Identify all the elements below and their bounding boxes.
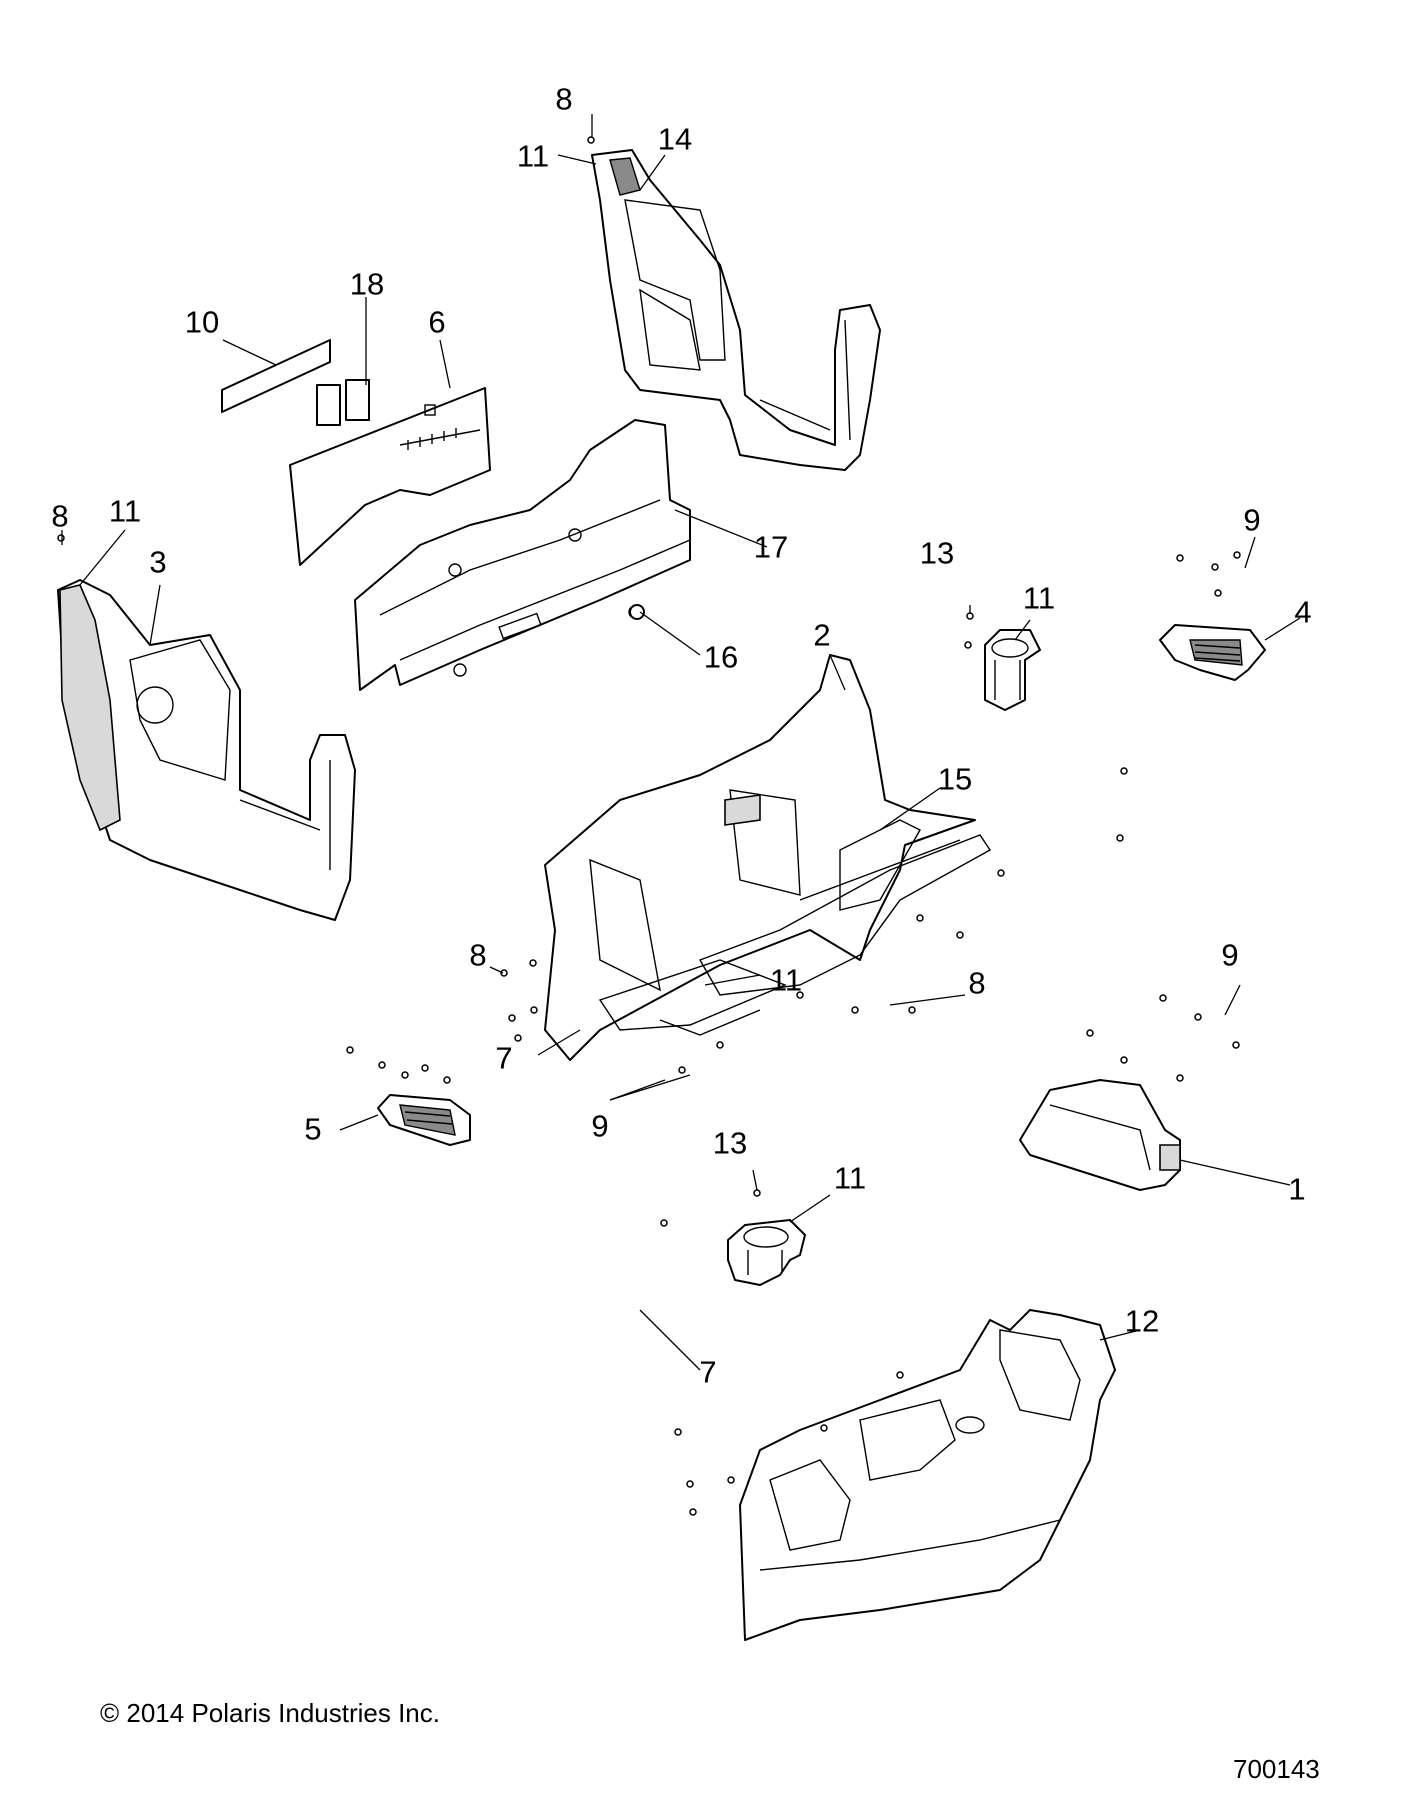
callout-13-lower: 13: [712, 1125, 748, 1161]
callout-18: 18: [349, 266, 385, 302]
callout-8-top: 8: [555, 81, 573, 117]
callout-11-floor: 11: [769, 962, 803, 998]
part-14-side-panel: [591, 149, 881, 471]
callout-10: 10: [184, 304, 220, 340]
callout-1: 1: [1288, 1171, 1306, 1207]
copyright-notice: © 2014 Polaris Industries Inc.: [100, 1698, 440, 1728]
callout-14: 14: [657, 121, 693, 157]
callout-9-floor: 9: [591, 1108, 609, 1144]
callout-16: 16: [703, 639, 739, 675]
callout-13-upper: 13: [919, 535, 955, 571]
part-11-cupholder-upper: [964, 612, 1041, 711]
callout-11-cupholder-upper: 11: [1022, 580, 1056, 616]
callout-7-floor: 7: [495, 1040, 513, 1076]
callout-6: 6: [428, 304, 446, 340]
part-10-label: [221, 339, 331, 413]
callout-8-floor-left: 8: [469, 937, 487, 973]
part-15-floor-mat: [698, 834, 992, 996]
part-2-floor-panel: [544, 654, 976, 1061]
part-11-cupholder-lower: [660, 1189, 806, 1286]
leader-lines: [61, 114, 1301, 1371]
part-1-floor-support: [1019, 1079, 1181, 1191]
callout-11-top: 11: [516, 138, 550, 174]
callout-4: 4: [1294, 594, 1312, 630]
part-6-insulation-panel: [289, 387, 491, 566]
callout-9-lower-right: 9: [1221, 937, 1239, 973]
callout-17: 17: [753, 529, 789, 565]
callout-8-left: 8: [51, 498, 69, 534]
drawing-number: 700143: [1233, 1754, 1320, 1784]
callout-5: 5: [304, 1111, 322, 1147]
part-4-footrest: [1159, 624, 1266, 681]
callout-9-upper-right: 9: [1243, 502, 1261, 538]
part-16-plug: [629, 604, 645, 620]
part-12-front-floor: [739, 1309, 1116, 1641]
callout-11-left: 11: [108, 493, 142, 529]
part-18-small-labels: [316, 379, 370, 426]
part-5-footrest: [377, 1094, 471, 1146]
callout-8-floor-right: 8: [968, 965, 986, 1001]
part-3-left-side-panel: [57, 579, 356, 921]
callout-15: 15: [937, 761, 973, 797]
callout-12: 12: [1124, 1303, 1160, 1339]
callout-3: 3: [149, 544, 167, 580]
callout-11-cupholder-lower: 11: [833, 1160, 867, 1196]
callout-7-front: 7: [699, 1354, 717, 1390]
callout-2: 2: [813, 617, 831, 653]
fasteners: [57, 136, 1241, 1516]
